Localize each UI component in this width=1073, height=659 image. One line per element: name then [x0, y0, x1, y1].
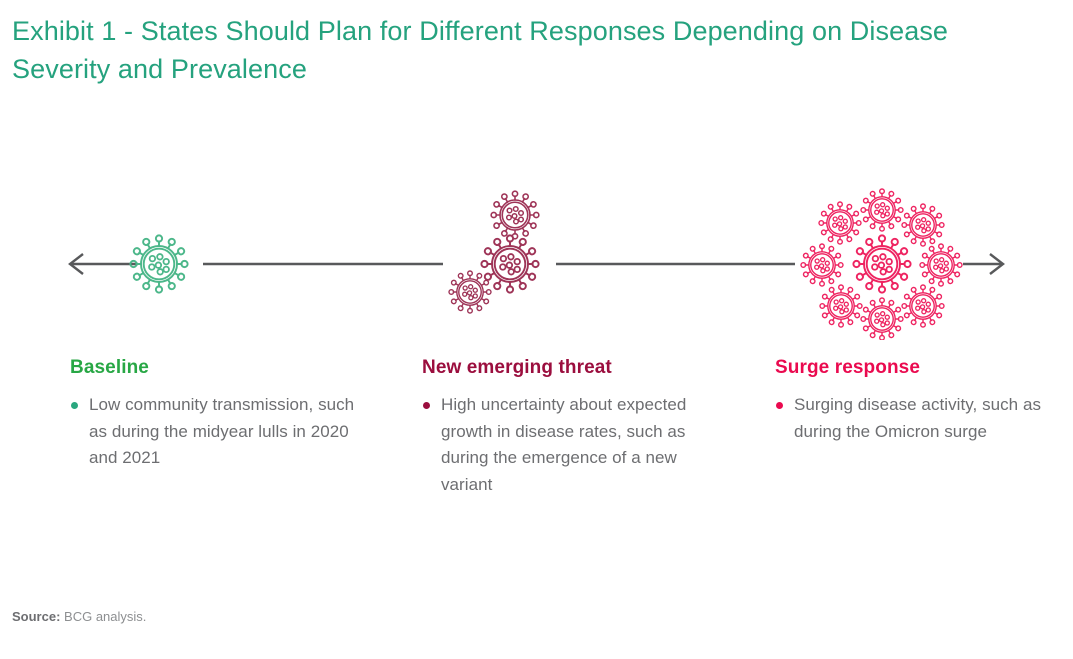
- bullet-list-baseline: Low community transmission, such as duri…: [70, 392, 370, 472]
- virus-swarm-surge: [800, 188, 963, 340]
- stage-column-baseline: Baseline Low community transmission, suc…: [70, 356, 370, 472]
- stage-column-new-emerging-threat: New emerging threat High uncertainty abo…: [422, 356, 722, 498]
- list-item: Surging disease activity, such as during…: [775, 392, 1073, 445]
- page-title: Exhibit 1 - States Should Plan for Diffe…: [12, 16, 949, 84]
- virus-icon-baseline: [129, 234, 189, 294]
- stage-heading-surge-response: Surge response: [775, 357, 921, 378]
- severity-spectrum: [0, 160, 1073, 340]
- bullet-list-surge-response: Surging disease activity, such as during…: [775, 392, 1073, 445]
- spectrum-diagram: [68, 188, 1005, 340]
- source-label: Source:: [12, 609, 61, 624]
- source-note: Source: BCG analysis.: [12, 608, 146, 626]
- stage-descriptions: Baseline Low community transmission, suc…: [0, 356, 1073, 556]
- bullet-text: Surging disease activity, such as during…: [794, 395, 1042, 441]
- list-item: Low community transmission, such as duri…: [70, 392, 370, 472]
- source-text: BCG analysis.: [64, 609, 147, 624]
- bullet-text: High uncertainty about expected growth i…: [441, 395, 687, 494]
- list-item: High uncertainty about expected growth i…: [422, 392, 722, 498]
- stage-heading-new-emerging-threat: New emerging threat: [422, 357, 612, 378]
- stage-heading-baseline: Baseline: [70, 357, 149, 378]
- bullet-text: Low community transmission, such as duri…: [89, 395, 355, 467]
- arrow-left-icon: [68, 253, 138, 275]
- bullet-list-new-emerging-threat: High uncertainty about expected growth i…: [422, 392, 722, 498]
- arrow-right-icon: [963, 253, 1005, 275]
- virus-cluster-new-threat: [448, 190, 540, 314]
- stage-column-surge-response: Surge response Surging disease activity,…: [775, 356, 1073, 445]
